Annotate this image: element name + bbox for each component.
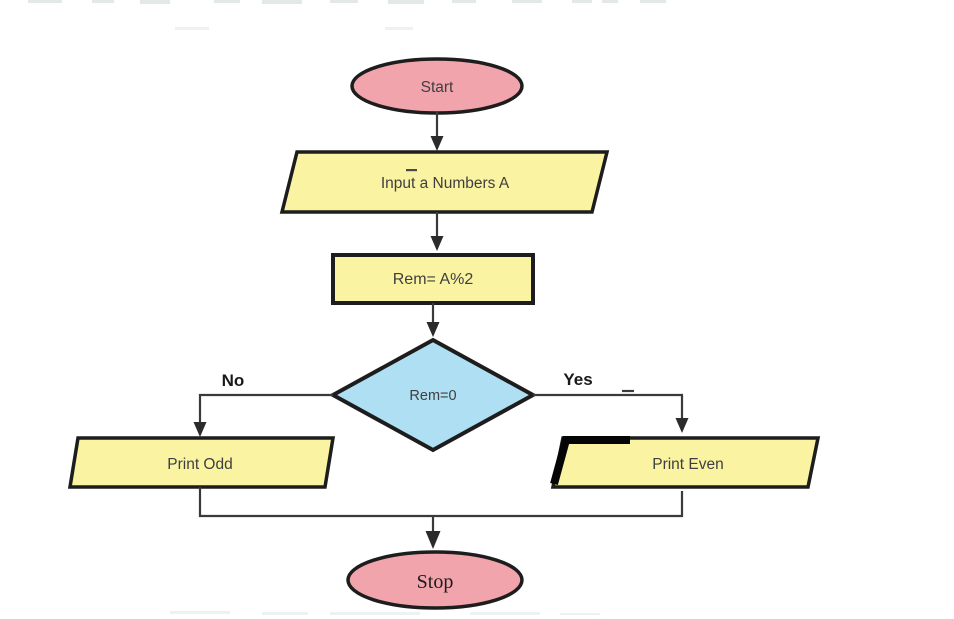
decision-node-label: Rem=0 [409, 388, 456, 404]
decision-node [328, 337, 538, 453]
start-node-label: Start [421, 79, 454, 96]
input-node [279, 150, 610, 214]
edge-decision-printeven [533, 393, 684, 420]
edge-decision-printodd [198, 393, 333, 424]
arrowhead-icon [425, 531, 441, 549]
arrowhead-icon [430, 236, 444, 251]
branch-label-no: No [222, 371, 245, 390]
process-node-label: Rem= A%2 [393, 271, 474, 288]
print-odd-node [67, 436, 336, 489]
scan-artifact [550, 436, 630, 486]
scan-artifact [406, 169, 417, 172]
print-odd-node-label: Print Odd [167, 456, 232, 473]
branch-label-yes: Yes [563, 370, 592, 389]
arrowhead-icon [193, 422, 207, 437]
stop-node-label: Stop [417, 571, 454, 593]
edge-merge [198, 487, 684, 518]
process-node [331, 253, 535, 305]
arrowhead-icon [426, 322, 440, 337]
stop-node [346, 550, 524, 610]
input-node-label: Input a Numbers A [381, 175, 510, 192]
arrowhead-icon [675, 418, 689, 433]
arrowhead-icon [430, 136, 444, 151]
scan-artifacts [28, 0, 666, 615]
print-even-node-label: Print Even [652, 456, 724, 473]
